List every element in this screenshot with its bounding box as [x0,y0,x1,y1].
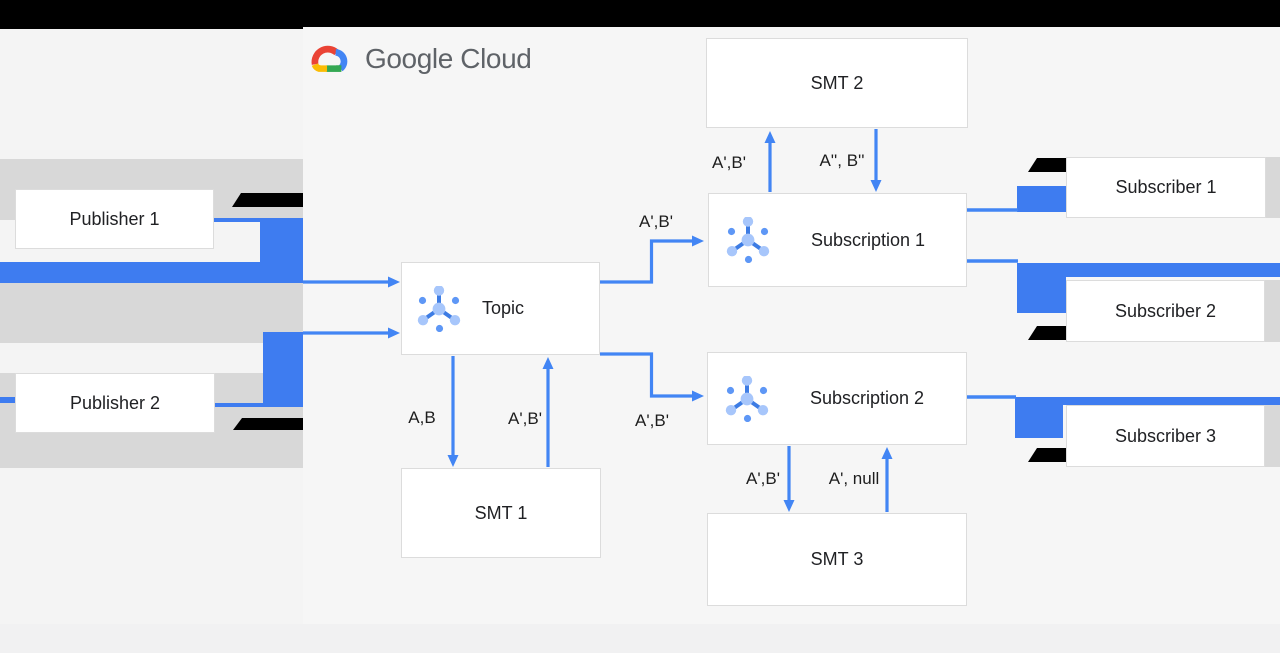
subscriber2-label: Subscriber 2 [1114,300,1217,321]
top-black-bar-left-extension [0,27,303,29]
subscriber1-label: Subscriber 1 [1115,177,1217,197]
edge-label-subscription1-to-smt2: A',B' [712,153,746,172]
edge-label-topic-to-subscription1: A',B' [639,212,673,231]
redaction-bar-subscriber2 [1028,326,1066,340]
gray-stub-subscriber2 [1265,280,1280,342]
smt1-label: SMT 1 [474,502,528,523]
pubsub-icon [726,217,770,263]
edge-topic-to-subscription2 [600,352,704,402]
redaction-bar-subscriber1 [1028,158,1066,172]
gray-band-2 [0,283,303,343]
blue-block-publisher2 [263,332,303,407]
top-black-bar [0,0,1280,27]
gray-stub-subscriber1 [1266,157,1280,218]
subscriber3-node: Subscriber 3 [1066,405,1265,467]
edge-topic-to-subscription1 [600,235,704,284]
gray-stub-subscriber3 [1265,405,1280,467]
blue-line-publisher1 [214,218,260,222]
publisher2-label: Publisher 2 [69,392,161,413]
publisher1-label: Publisher 1 [69,208,160,229]
subscriber2-node: Subscriber 2 [1066,280,1265,342]
pubsub-icon [725,375,769,422]
blue-block-subscriber2 [1017,263,1066,313]
publisher2-node: Publisher 2 [15,373,215,433]
edge-label-smt1-to-topic: A',B' [508,409,542,428]
edge-label-smt3-to-subscription2: A', null [828,469,880,488]
edge-label-topic-to-smt1: A,B [408,408,436,427]
subscriber1-node: Subscriber 1 [1066,157,1266,218]
google-cloud-logo-text: Google Cloud [365,43,532,74]
google-cloud-logo: Google Cloud [306,40,532,78]
footer-strip [0,624,1280,653]
smt2-node: SMT 2 [706,38,968,128]
blue-stub-left-edge [0,397,15,403]
blue-band-left [0,262,303,283]
subscription2-label: Subscription 2 [810,388,925,408]
redaction-bar-subscriber3 [1028,448,1066,462]
redaction-bar-publisher1 [232,193,303,207]
blue-block-subscriber1 [1017,186,1066,212]
topic-node: Topic [401,262,600,355]
google-cloud-icon [311,45,348,72]
smt3-node: SMT 3 [707,513,967,606]
smt2-label: SMT 2 [810,72,864,93]
edge-label-smt2-to-subscription1: A'', B'' [819,151,865,170]
subscription1-label: Subscription 1 [811,229,926,250]
blue-band-subscriber2 [1017,263,1280,277]
redaction-bar-publisher2 [233,418,303,430]
blue-block-subscriber3 [1015,397,1063,438]
smt1-node: SMT 1 [401,468,601,558]
subscription1-node: Subscription 1 [708,193,967,287]
smt3-label: SMT 3 [810,549,864,569]
publisher1-node: Publisher 1 [15,189,214,249]
edge-label-topic-to-subscription2: A',B' [635,411,669,430]
subscription2-node: Subscription 2 [707,352,967,445]
pubsub-icon [417,285,461,332]
blue-line-publisher2 [215,403,263,407]
blue-band-subscriber3 [1015,397,1280,405]
edge-label-subscription2-to-smt3: A',B' [746,469,780,488]
subscriber3-label: Subscriber 3 [1114,425,1217,446]
topic-label: Topic [482,298,525,318]
